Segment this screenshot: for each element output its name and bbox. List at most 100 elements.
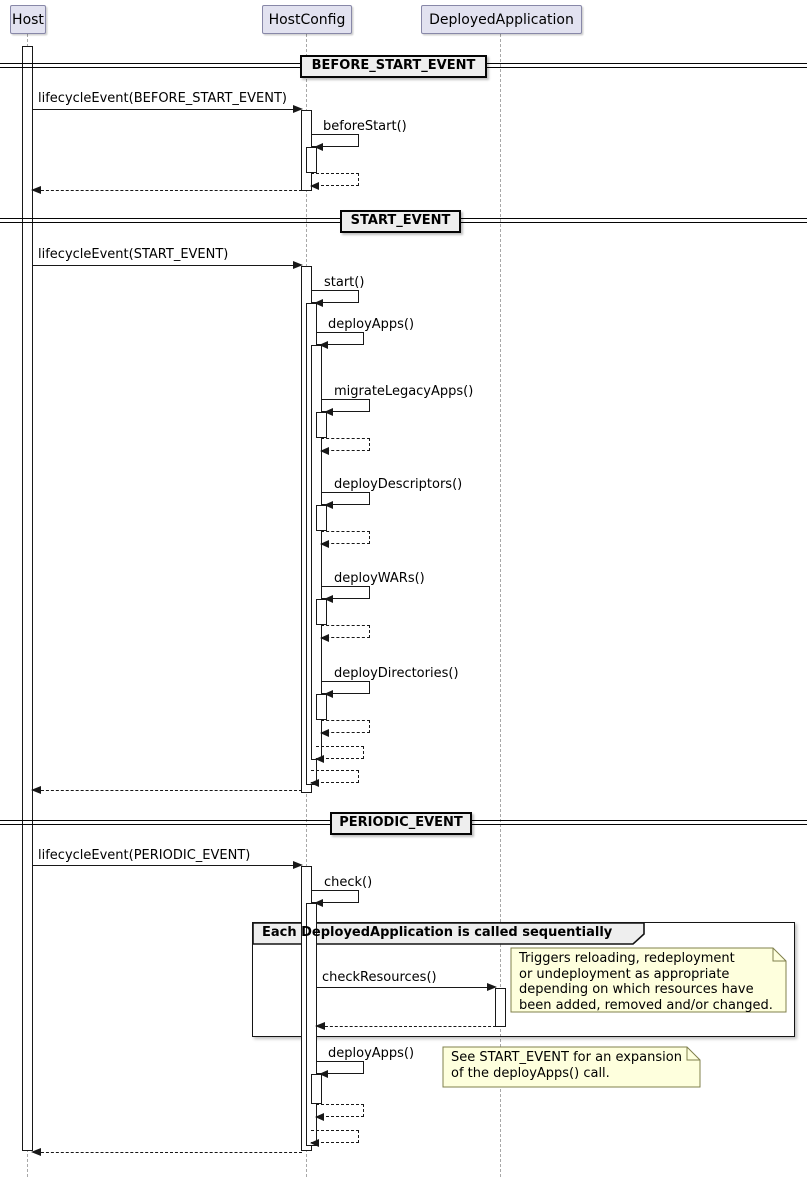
arrowhead-left-icon — [314, 899, 323, 907]
arrowhead-left-icon — [315, 755, 324, 763]
note-deploy-apps-text: See START_EVENT for an expansion of the … — [451, 1050, 682, 1081]
self-call-deploy-apps-periodic — [316, 1061, 364, 1078]
arrowhead-right-icon — [293, 105, 303, 113]
arrowhead-left-icon — [315, 1113, 324, 1121]
message-label-lifecycle-start: lifecycleEvent(START_EVENT) — [38, 247, 229, 262]
arrow-line — [36, 1152, 302, 1153]
message-label-deploy-directories: deployDirectories() — [334, 666, 459, 681]
self-return-deploy-descriptors — [320, 531, 370, 548]
participant-deployedapplication: DeployedApplication — [421, 5, 582, 34]
arrow-line — [32, 109, 298, 110]
message-label-lifecycle-periodic: lifecycleEvent(PERIODIC_EVENT) — [38, 848, 251, 863]
arrowhead-left-icon — [320, 729, 329, 737]
arrowhead-right-icon — [487, 983, 497, 991]
arrowhead-right-icon — [293, 861, 303, 869]
participant-hostconfig-label: HostConfig — [268, 11, 346, 28]
self-return-deploy-wars — [320, 625, 370, 642]
arrowhead-left-icon — [324, 595, 333, 603]
arrowhead-left-icon — [310, 779, 319, 787]
note-line: or undeployment as appropriate — [519, 966, 730, 982]
arrowhead-left-icon — [320, 540, 329, 548]
return-arrow-check-resources — [315, 1022, 496, 1031]
divider-start-event: START_EVENT — [340, 210, 461, 233]
call-arrow-lifecycle-start — [32, 261, 303, 270]
participant-host: Host — [10, 5, 46, 34]
self-return-deploy-apps-periodic — [315, 1104, 364, 1121]
arrow-line — [317, 987, 492, 988]
arrowhead-left-icon — [315, 1022, 325, 1030]
arrowhead-left-icon — [319, 1070, 328, 1078]
arrowhead-right-icon — [293, 261, 303, 269]
participant-host-label: Host — [12, 11, 44, 28]
arrowhead-left-icon — [324, 408, 333, 416]
return-arrow-to-host — [31, 1148, 302, 1157]
arrowhead-left-icon — [310, 182, 319, 190]
arrowhead-left-icon — [31, 186, 41, 194]
activation-bar-hostconfig — [316, 599, 327, 625]
message-label-deploy-apps: deployApps() — [328, 317, 415, 332]
arrowhead-left-icon — [31, 786, 41, 794]
arrowhead-left-icon — [310, 1139, 319, 1147]
arrowhead-left-icon — [31, 1148, 41, 1156]
arrow-line — [320, 1026, 496, 1027]
activation-bar-host — [22, 46, 33, 1151]
participant-deployedapplication-label: DeployedApplication — [429, 11, 574, 28]
activation-bar-hostconfig — [316, 412, 327, 438]
group-header — [252, 922, 645, 945]
activation-bar-hostconfig — [316, 694, 327, 720]
note-deploy-apps — [442, 1046, 701, 1088]
message-label-deploy-descriptors: deployDescriptors() — [334, 477, 463, 492]
message-label-deploy-wars: deployWARs() — [334, 571, 425, 586]
arrow-line — [36, 790, 302, 791]
message-label-migrate-legacy-apps: migrateLegacyApps() — [334, 384, 474, 399]
self-return-start — [310, 770, 359, 787]
call-arrow-lifecycle-periodic — [32, 861, 303, 870]
message-label-check: check() — [324, 875, 373, 890]
message-label-before-start: beforeStart() — [323, 119, 407, 134]
divider-periodic-event: PERIODIC_EVENT — [330, 812, 472, 835]
note-line: See START_EVENT for an expansion — [451, 1050, 682, 1065]
self-call-migrate-legacy-apps — [321, 399, 370, 416]
arrowhead-left-icon — [320, 447, 329, 455]
arrow-line — [32, 265, 298, 266]
arrowhead-left-icon — [314, 143, 323, 151]
return-arrow-to-host — [31, 186, 302, 195]
note-line: depending on which resources have — [519, 982, 754, 998]
note-line: been added, removed and/or changed. — [519, 998, 773, 1014]
arrowhead-left-icon — [324, 690, 333, 698]
note-check-resources — [510, 947, 787, 1013]
lifeline-deployedapplication — [500, 34, 501, 1177]
return-arrow-to-host — [31, 786, 302, 795]
message-label-lifecycle-before-start: lifecycleEvent(BEFORE_START_EVENT) — [38, 91, 287, 106]
self-call-deploy-directories — [321, 681, 370, 698]
self-return-check — [310, 1130, 359, 1147]
call-arrow-lifecycle-before-start — [32, 105, 303, 114]
self-call-deploy-wars — [321, 586, 370, 603]
self-return-migrate-legacy-apps — [320, 438, 370, 455]
arrowhead-left-icon — [314, 299, 323, 307]
arrowhead-left-icon — [324, 501, 333, 509]
self-return-before-start — [310, 173, 359, 190]
self-return-deploy-apps — [315, 746, 364, 763]
self-call-start — [311, 290, 359, 307]
self-call-check — [311, 890, 359, 907]
self-call-deploy-apps — [316, 332, 364, 349]
divider-before-start-event: BEFORE_START_EVENT — [300, 55, 487, 78]
activation-bar-hostconfig — [311, 1074, 322, 1104]
activation-bar-hostconfig — [316, 505, 327, 531]
activation-bar-hostconfig — [306, 147, 317, 173]
self-call-deploy-descriptors — [321, 492, 370, 509]
note-line: Triggers reloading, redeployment — [519, 951, 735, 966]
participant-hostconfig: HostConfig — [262, 5, 352, 34]
self-return-deploy-directories — [320, 720, 370, 737]
call-arrow-check-resources — [317, 983, 497, 992]
message-label-deploy-apps-periodic: deployApps() — [328, 1046, 415, 1061]
note-check-resources-text: Triggers reloading, redeployment or unde… — [519, 951, 773, 1014]
arrowhead-left-icon — [320, 634, 329, 642]
arrow-line — [36, 190, 302, 191]
arrow-line — [32, 865, 298, 866]
message-label-check-resources: checkResources() — [322, 970, 437, 985]
arrowhead-left-icon — [319, 341, 328, 349]
group-label: Each DeployedApplication is called seque… — [262, 925, 613, 940]
